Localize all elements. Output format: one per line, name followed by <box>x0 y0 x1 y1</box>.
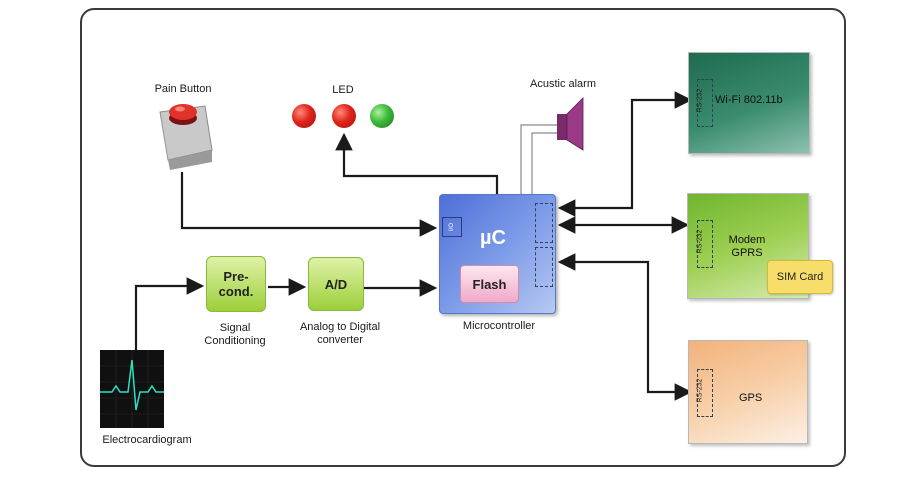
sim-card-box: SIM Card <box>767 260 833 294</box>
electrocardiogram-label: Electrocardiogram <box>102 434 192 446</box>
connector-uc-to-alarm <box>520 124 557 194</box>
modem-rs232-label: RS-232 <box>696 229 704 254</box>
wifi-label: Wi-Fi 802.11b <box>715 94 783 106</box>
connector-uc-to-wifi <box>557 91 693 217</box>
signal-conditioning-label: Signal Conditioning <box>204 322 266 347</box>
modem-label: Modem GPRS <box>728 234 766 259</box>
uc-label: µC <box>480 227 506 249</box>
gps-rs232-label: RS-232 <box>696 378 704 403</box>
connector-uc-to-led <box>335 132 499 194</box>
modem-rs232-port <box>697 220 713 268</box>
microcontroller-label: Microcontroller <box>462 320 536 332</box>
wifi-rs232-label: RS-232 <box>696 88 704 113</box>
gps-box: RS-232 GPS <box>688 340 808 444</box>
connector-ecg-to-precond <box>134 277 205 350</box>
uc-port-2 <box>535 247 553 287</box>
uc-port-1 <box>535 203 553 243</box>
gps-label: GPS <box>739 392 763 404</box>
wifi-rs232-port <box>697 79 713 127</box>
flash-box: Flash <box>460 265 519 303</box>
led-green <box>370 104 394 128</box>
precond-box: Pre- cond. <box>206 256 266 312</box>
pain-button-label: Pain Button <box>154 83 212 95</box>
microcontroller-box: I/O µC Flash <box>439 194 556 314</box>
acustic-alarm-label: Acustic alarm <box>529 78 597 90</box>
gps-rs232-port <box>697 369 713 417</box>
ad-box: A/D <box>308 257 364 311</box>
analog-to-digital-label: Analog to Digital converter <box>299 321 381 346</box>
led-label: LED <box>332 84 354 96</box>
wifi-box: RS-232 Wi-Fi 802.11b <box>688 52 810 154</box>
led-red-1 <box>292 104 316 128</box>
led-red-2 <box>332 104 356 128</box>
connector-pain-to-uc <box>180 172 438 237</box>
connector-uc-to-gps <box>557 253 693 401</box>
